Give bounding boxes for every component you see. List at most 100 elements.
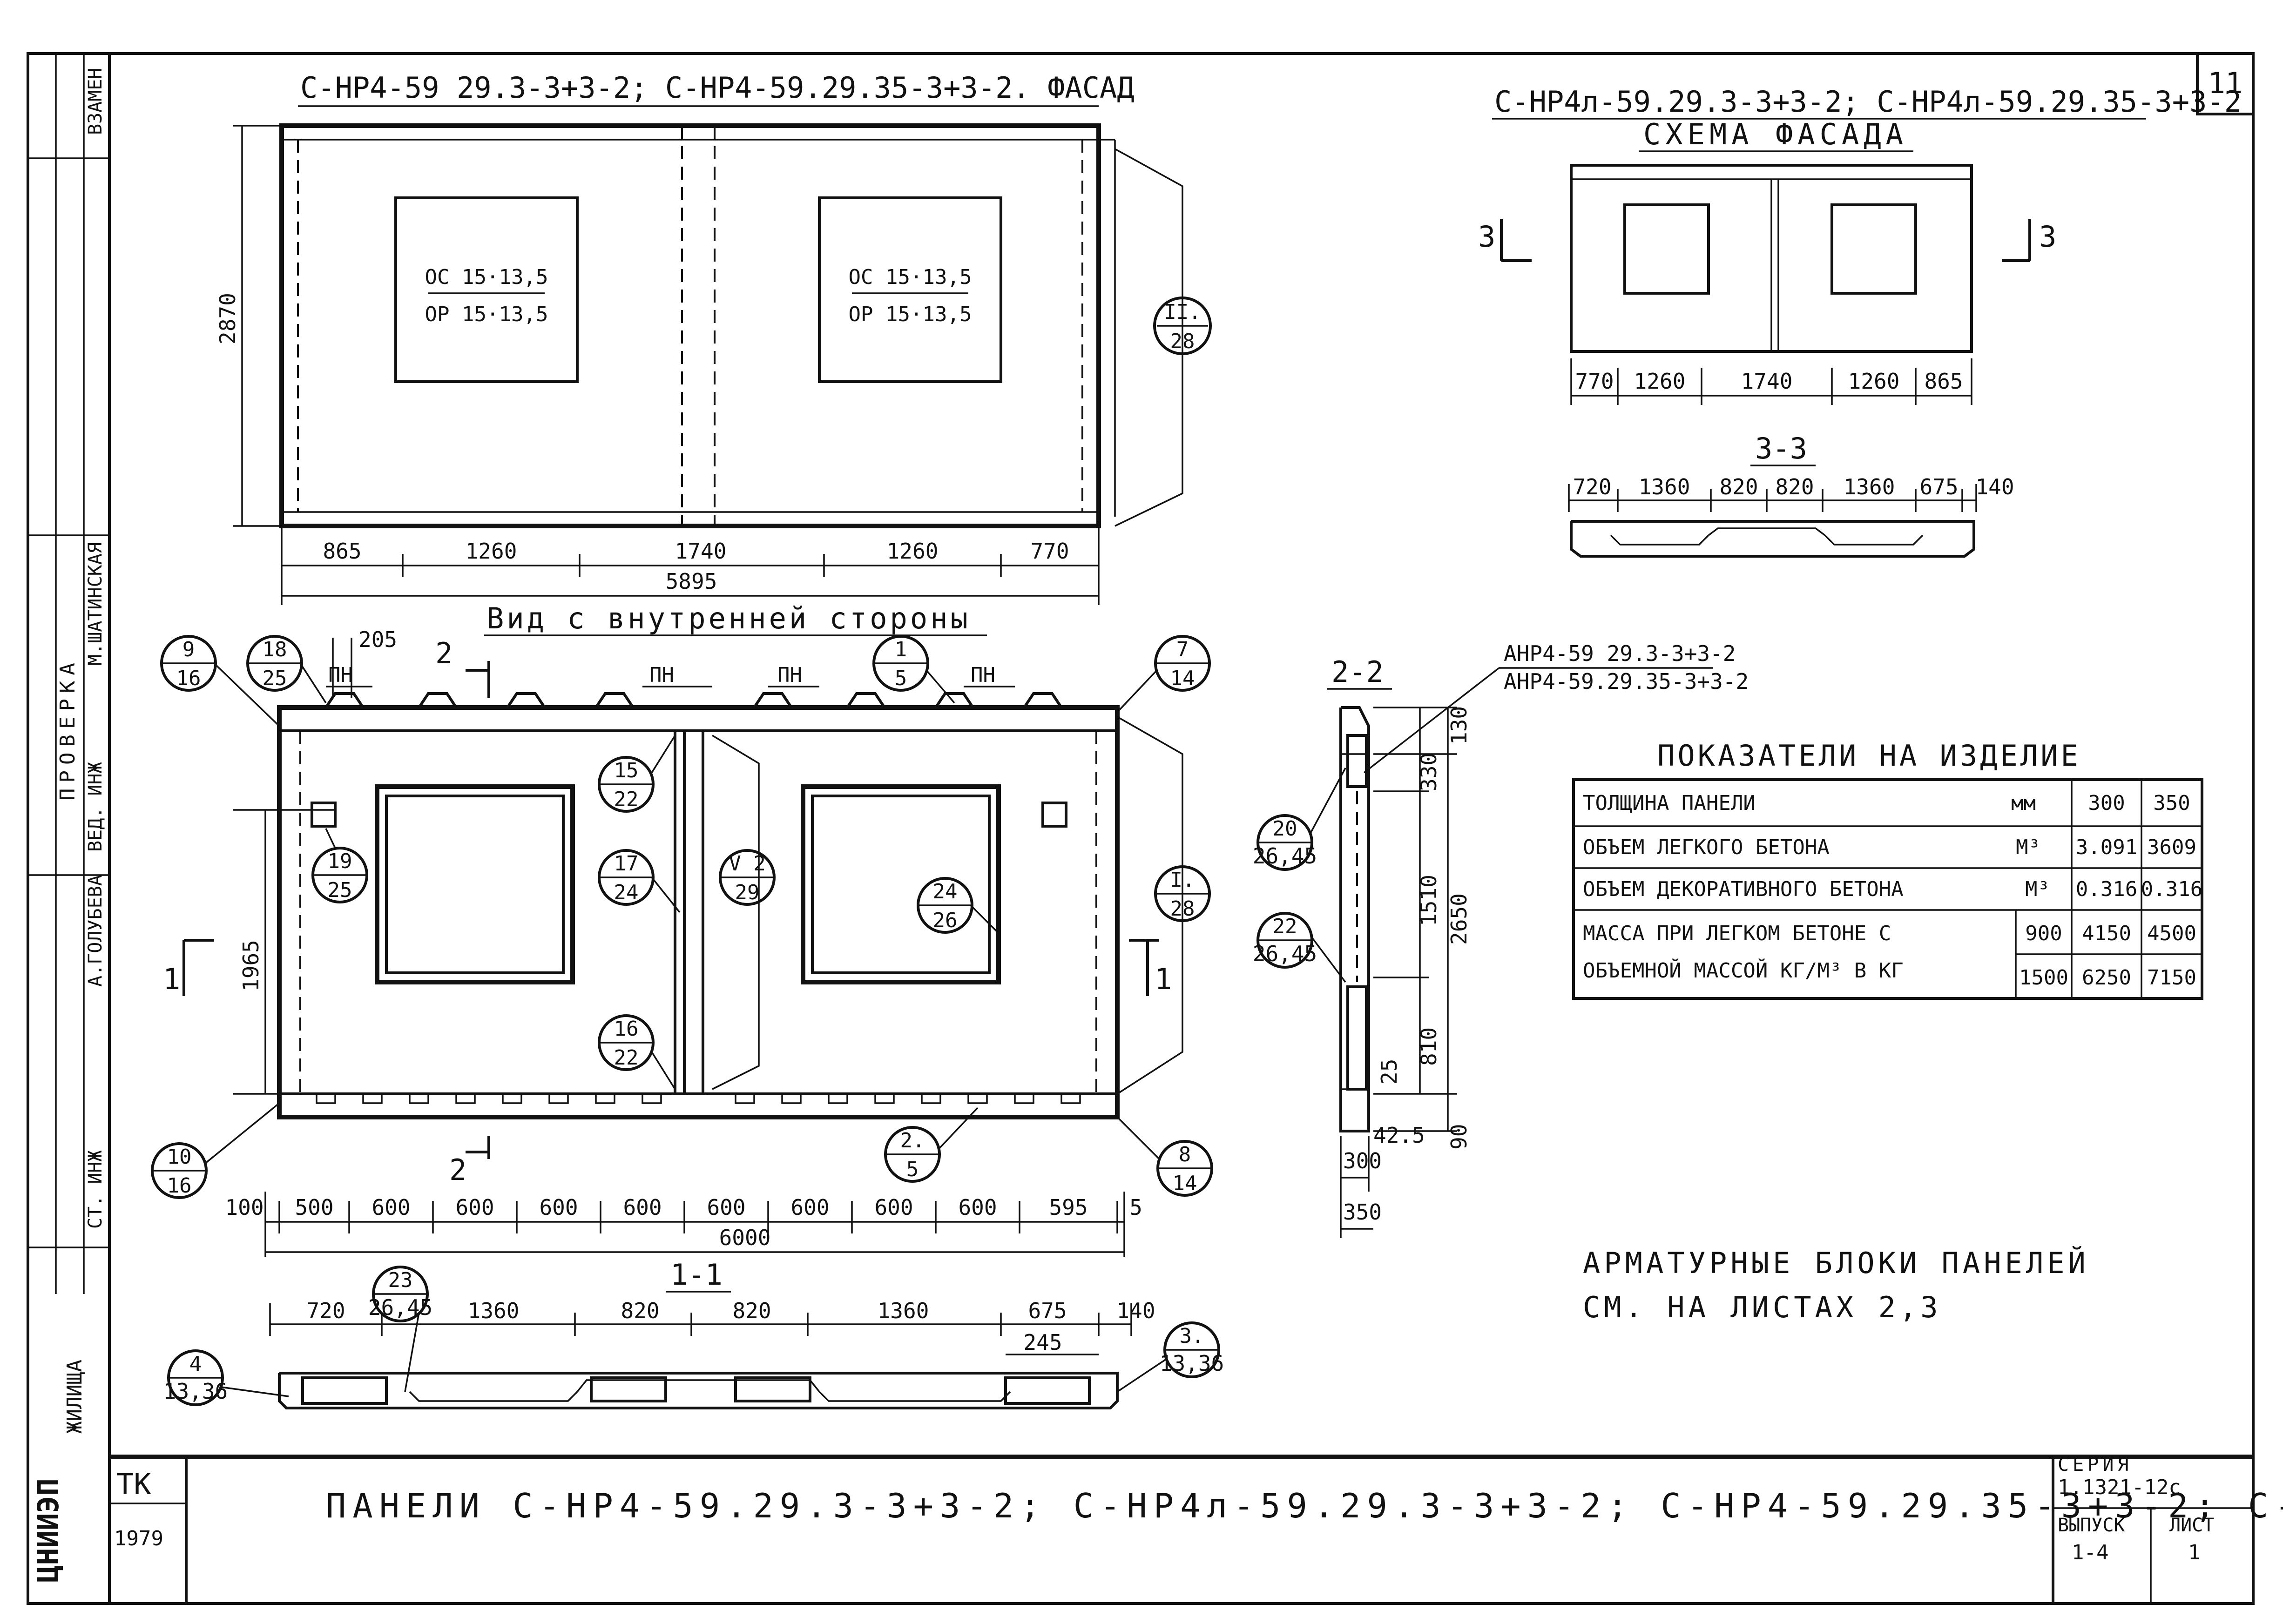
section-2-2-ref-top: АНР4-59 29.3-3+3-2 [1504, 641, 1736, 666]
facade-view: С-НР4-59 29.3-3+3-2; С-НР4-59.29.35-3+3-… [215, 71, 1212, 605]
svg-text:М³: М³ [2016, 836, 2040, 859]
title-block-tk: ТК [116, 1467, 151, 1501]
strip-zhilishcha: ЖИЛИЩА [63, 1360, 87, 1434]
inner-window-right [801, 784, 1001, 984]
pn-label-1: ПН [328, 663, 353, 687]
svg-text:595: 595 [1049, 1195, 1087, 1220]
svg-text:675: 675 [1919, 474, 1958, 499]
scheme-subtitle: СХЕМА ФАСАДА [1643, 117, 1908, 151]
svg-text:25: 25 [1377, 1059, 1402, 1085]
inner-view: Вид с внутренней стороны ПН ПН ПН ПН 205 [151, 601, 1213, 1257]
mass-line-2: ОБЪЕМНОЙ МАССОЙ КГ/М³ В КГ [1583, 958, 1904, 983]
svg-text:17: 17 [614, 852, 639, 876]
svg-text:90: 90 [1446, 1124, 1472, 1150]
svg-text:24: 24 [933, 880, 958, 903]
section-1-1: 1-1 720 1360 820 820 1360 675 140 245 23… [163, 1258, 1224, 1409]
svg-text:675: 675 [1028, 1298, 1067, 1323]
svg-text:1260: 1260 [1634, 369, 1686, 394]
svg-text:820: 820 [1719, 474, 1758, 499]
svg-text:770: 770 [1575, 369, 1614, 394]
svg-text:820: 820 [621, 1298, 659, 1323]
svg-text:600: 600 [623, 1195, 662, 1220]
pn-label-3: ПН [777, 663, 802, 687]
rebar-bottom [1346, 985, 1368, 1091]
series-label: СЕРИЯ [2058, 1454, 2132, 1476]
mass-line-1: МАССА ПРИ ЛЕГКОМ БЕТОНЕ С [1583, 922, 1891, 945]
svg-text:4500: 4500 [2147, 922, 2196, 945]
pn-label-2: ПН [649, 663, 674, 687]
scheme-view: С-НР4л-59.29.3-3+3-2; С-НР4л-59.29.35-3+… [1478, 85, 2242, 405]
svg-text:0.316: 0.316 [2076, 877, 2137, 901]
svg-text:26,45: 26,45 [1253, 843, 1317, 869]
svg-text:13,36: 13,36 [1160, 1351, 1224, 1376]
svg-text:7150: 7150 [2147, 966, 2196, 990]
svg-text:16: 16 [167, 1174, 192, 1198]
section-3-3-profile [1570, 520, 1975, 558]
svg-text:42.5: 42.5 [1373, 1123, 1425, 1148]
callout-15-22: 15 22 [598, 735, 676, 813]
svg-text:865: 865 [1924, 369, 1963, 394]
svg-text:5: 5 [906, 1158, 919, 1181]
callout-V2-29: V 2 29 [719, 849, 776, 906]
rebar-block-1 [301, 1376, 388, 1405]
section-2-2-profile [1339, 706, 1370, 1132]
svg-text:23: 23 [388, 1268, 413, 1292]
title-block-year: 1979 [114, 1527, 163, 1550]
facade-total-dim: 5895 [666, 569, 717, 594]
svg-text:810: 810 [1416, 1027, 1441, 1066]
row-light-concrete-name: ОБЪЕМ ЛЕГКОГО БЕТОНА [1583, 836, 1830, 859]
svg-text:600: 600 [371, 1195, 410, 1220]
indicators-title: ПОКАЗАТЕЛИ НА ИЗДЕЛИЕ [1657, 739, 2081, 773]
svg-text:2.: 2. [900, 1129, 925, 1152]
svg-text:28: 28 [1170, 897, 1195, 921]
svg-text:15: 15 [614, 759, 639, 782]
svg-text:22: 22 [614, 788, 639, 811]
svg-text:1260: 1260 [887, 539, 939, 564]
strip-shatinskaya: М.ШАТИНСКАЯ [85, 542, 106, 666]
svg-text:1500: 1500 [2019, 966, 2068, 990]
svg-text:6250: 6250 [2082, 966, 2131, 990]
inner-total-dim: 6000 [719, 1225, 771, 1250]
svg-text:600: 600 [707, 1195, 745, 1220]
strip-proverka: ПРОВЕРКА [56, 657, 80, 801]
title-block: ТК 1979 ПАНЕЛИ С-НР4-59.29.3-3+3-2; С-НР… [109, 1454, 2283, 1604]
svg-text:500: 500 [295, 1195, 333, 1220]
callout-16-22: 16 22 [598, 1014, 676, 1090]
svg-text:2650: 2650 [1446, 893, 1472, 945]
section-mark-1-right: 1 [1155, 962, 1172, 996]
callout-10-16: 10 16 [151, 1102, 280, 1199]
facade-window-right [818, 196, 1002, 383]
svg-text:330: 330 [1416, 753, 1441, 791]
svg-text:1360: 1360 [1844, 474, 1895, 499]
facade-title: С-НР4-59 29.3-3+3-2; С-НР4-59.29.35-3+3-… [300, 71, 1135, 105]
svg-text:22: 22 [1273, 915, 1297, 938]
sheet-number: 11 [2208, 66, 2243, 100]
svg-text:5: 5 [895, 667, 907, 690]
series-value: 1.1321-12с [2058, 1476, 2181, 1499]
svg-text:мм: мм [2011, 791, 2036, 815]
window-label-top-right: ОС 15·13,5 [849, 265, 972, 289]
inner-view-title: Вид с внутренней стороны [486, 601, 971, 635]
section-2-2-ref-bottom: АНР4-59.29.35-3+3-2 [1504, 669, 1749, 694]
svg-text:350: 350 [2153, 791, 2190, 815]
svg-text:350: 350 [1343, 1199, 1382, 1225]
sheet-value: 1 [2188, 1541, 2201, 1564]
note-line-2: СМ. НА ЛИСТАХ 2,3 [1583, 1290, 1942, 1324]
callout-17-24: 17 24 [598, 849, 681, 913]
svg-text:820: 820 [1775, 474, 1814, 499]
svg-text:9: 9 [182, 638, 195, 661]
dim-245: 245 [1023, 1330, 1062, 1355]
issue-value: 1-4 [2072, 1541, 2108, 1564]
facade-window-left [394, 196, 579, 383]
window-label-top-left: ОС 15·13,5 [425, 265, 548, 289]
svg-text:300: 300 [1343, 1148, 1382, 1173]
svg-text:820: 820 [732, 1298, 771, 1323]
svg-text:II.: II. [1164, 300, 1201, 324]
svg-text:300: 300 [2088, 791, 2125, 815]
scheme-section-mark-left: 3 [1478, 220, 1495, 254]
callout-2-5: 2. 5 [884, 1107, 979, 1183]
row-thickness-name: ТОЛЩИНА ПАНЕЛИ [1583, 791, 1756, 815]
svg-text:14: 14 [1170, 667, 1195, 690]
facade-height-dim: 2870 [215, 293, 240, 344]
